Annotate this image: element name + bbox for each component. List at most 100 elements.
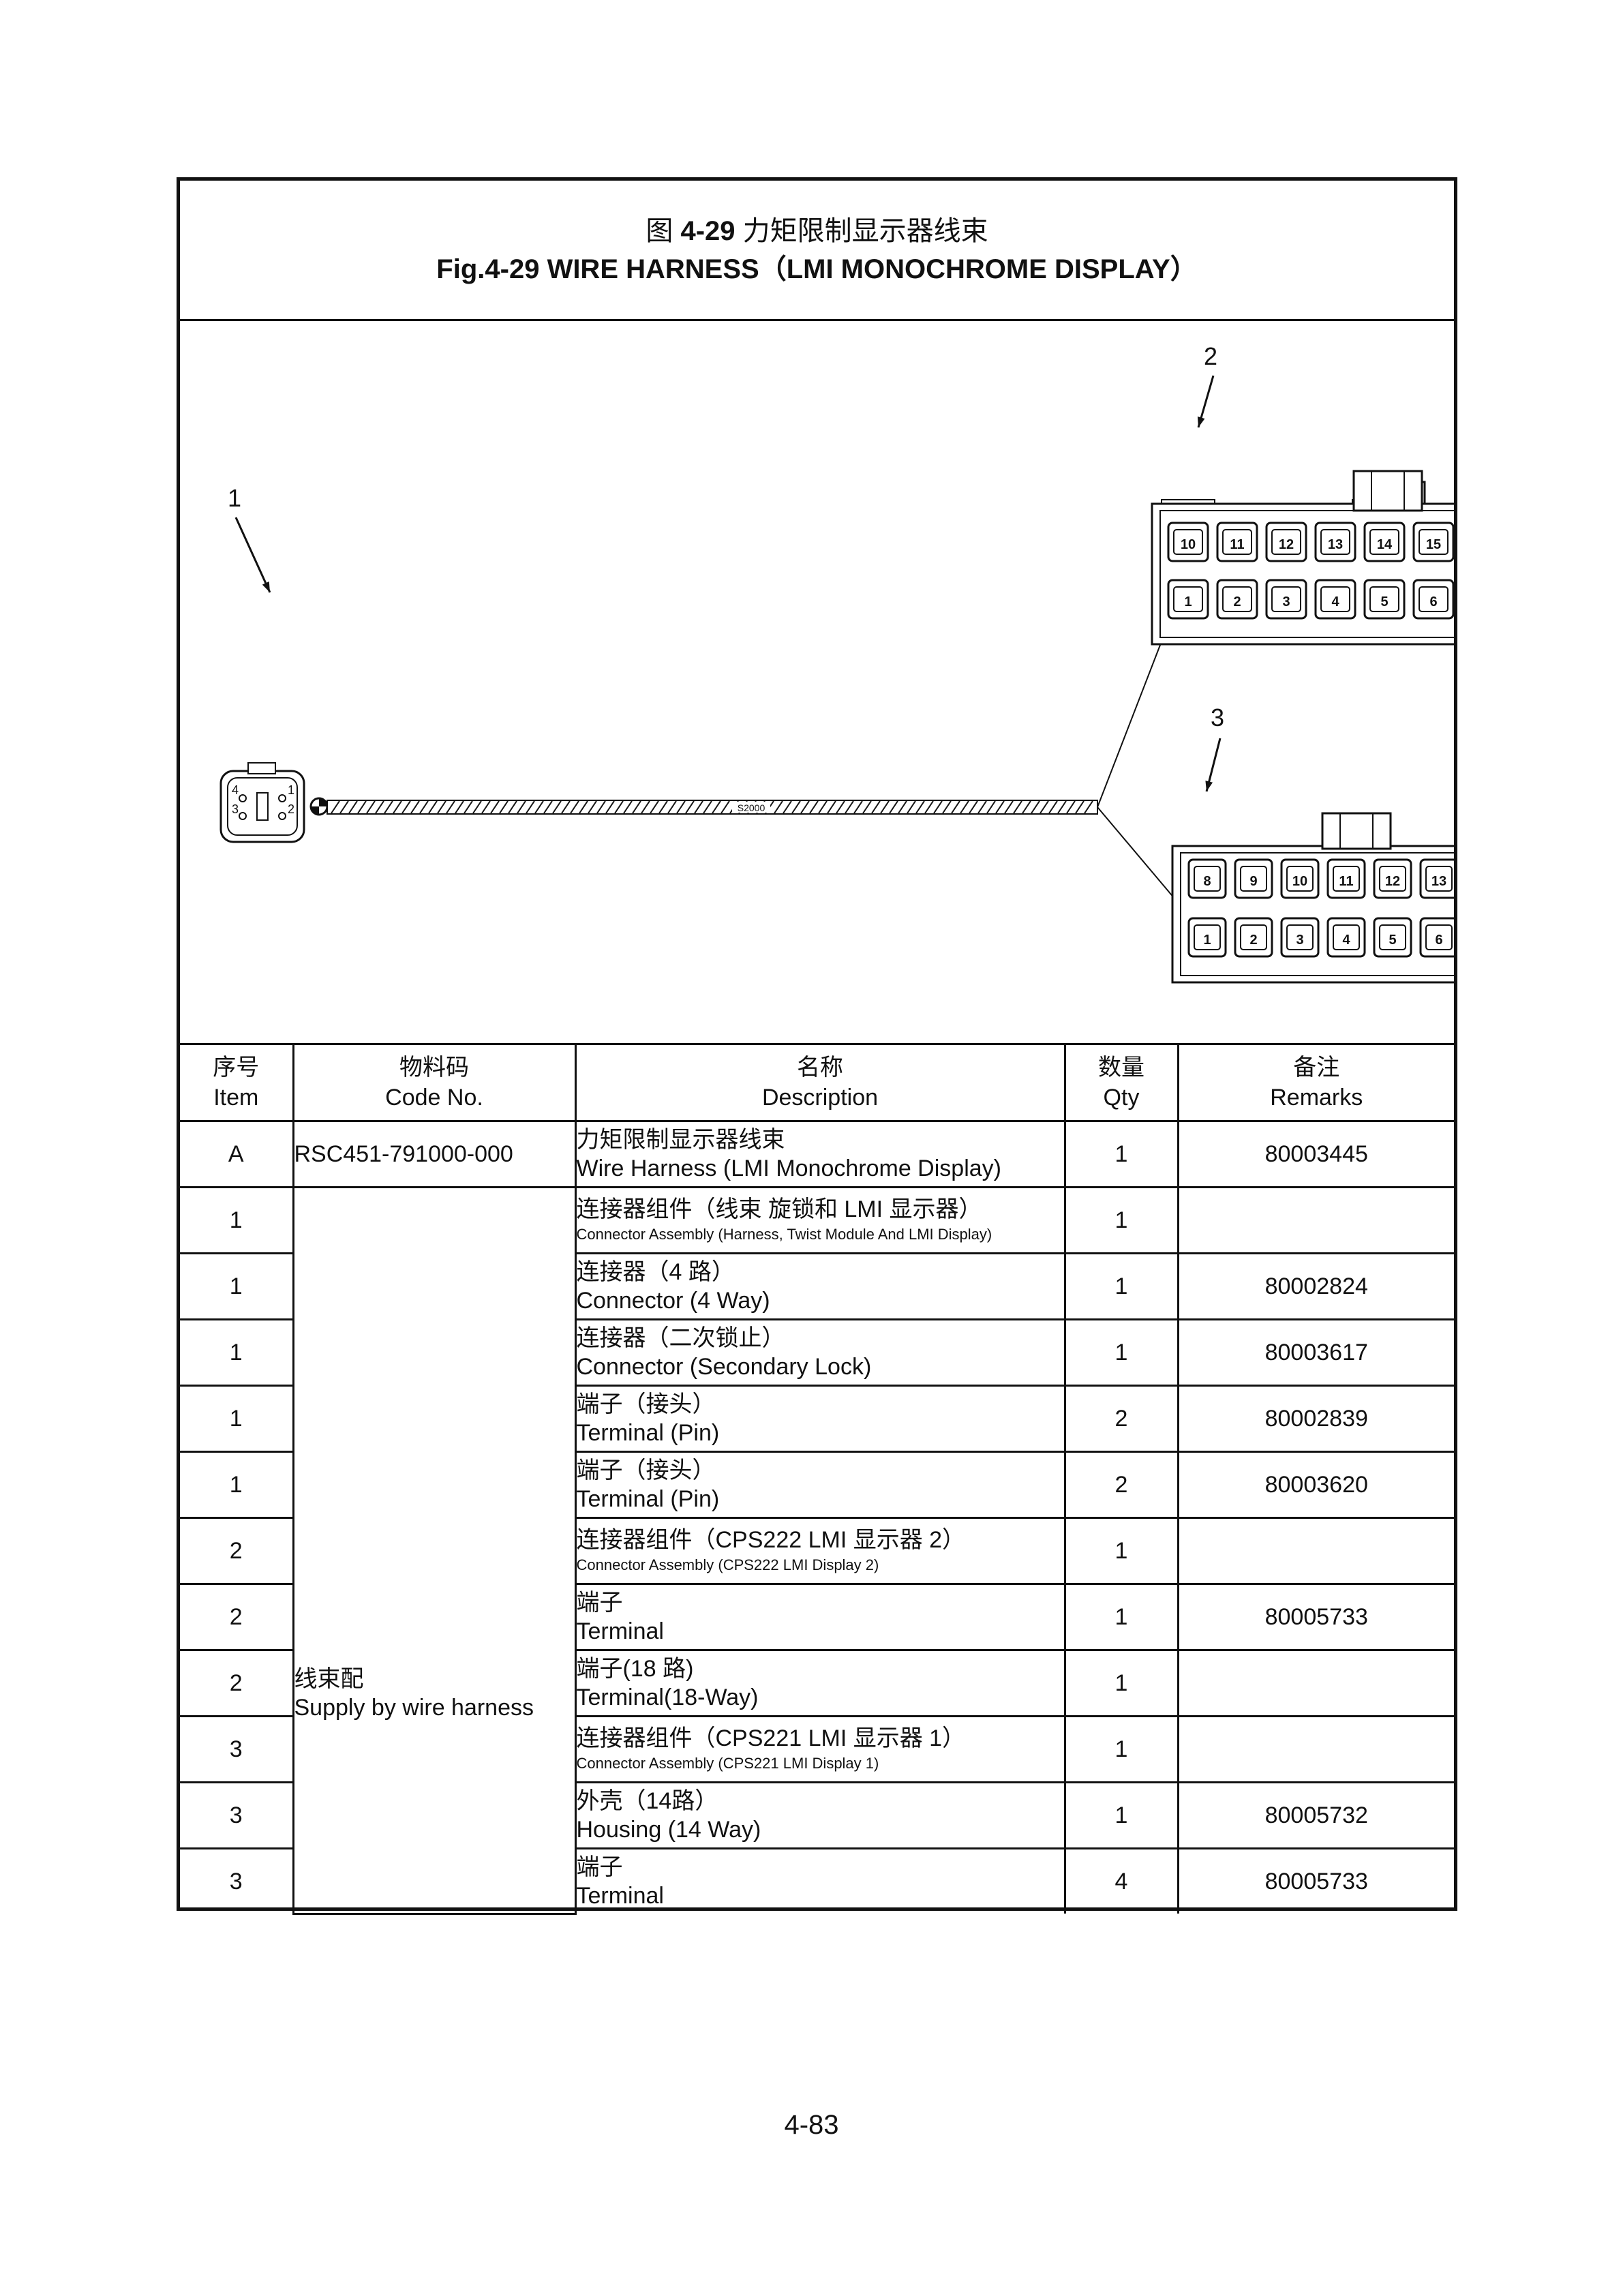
description-cn: 连接器组件（CPS221 LMI 显示器 1） bbox=[576, 1725, 966, 1751]
figure-title-en: Fig.4-29 WIRE HARNESS（LMI MONOCHROME DIS… bbox=[436, 254, 1198, 284]
cable-hatch bbox=[1048, 800, 1058, 814]
cell-qty: 1 bbox=[1063, 1517, 1179, 1585]
connector-2-pin-cavity bbox=[1216, 522, 1258, 562]
connector-1-pin-number: 3 bbox=[232, 802, 239, 816]
connector-3-pin-cavity bbox=[1373, 917, 1412, 958]
connector-2-pin-cavity bbox=[1265, 522, 1307, 562]
cable-hatch bbox=[667, 800, 677, 814]
connector-2-pin-cavity bbox=[1363, 579, 1406, 620]
connector-2-pin-terminal bbox=[1419, 586, 1448, 612]
cable-hatch bbox=[951, 800, 960, 814]
description-cn: 连接器（4 路） bbox=[576, 1259, 735, 1285]
connector-3-pin-cavity bbox=[1187, 858, 1227, 899]
cell-qty: 1 bbox=[1063, 1649, 1179, 1717]
cell-item: 2 bbox=[180, 1649, 294, 1717]
connector-3-pin-cavity bbox=[1419, 917, 1454, 958]
cell-remarks bbox=[1177, 1649, 1454, 1717]
cell-qty: 2 bbox=[1063, 1385, 1179, 1453]
page-number: 4-83 bbox=[784, 2110, 839, 2140]
connector-2-pin-terminal bbox=[1271, 586, 1301, 612]
cell-remarks: 80005732 bbox=[1177, 1781, 1454, 1849]
cell-remarks: 80002839 bbox=[1177, 1385, 1454, 1453]
header-description-en: Description bbox=[761, 1085, 879, 1111]
connector-2-pin-number: 6 bbox=[1429, 594, 1437, 609]
connector-3-pin-cavity bbox=[1234, 917, 1273, 958]
connector-2-pin-number: 3 bbox=[1282, 594, 1290, 609]
cell-remarks bbox=[1177, 1715, 1454, 1783]
description-cn: 连接器组件（CPS222 LMI 显示器 2） bbox=[576, 1527, 966, 1553]
connector-2-pin-number: 4 bbox=[1331, 594, 1339, 609]
cable-hatch bbox=[862, 800, 872, 814]
cable-hatch bbox=[721, 800, 730, 814]
cable-hatch bbox=[384, 800, 393, 814]
cell-description: 连接器组件（线束 旋锁和 LMI 显示器）Connector Assembly … bbox=[574, 1186, 1066, 1254]
cell-item: 1 bbox=[180, 1252, 294, 1320]
header-qty-cn: 数量 bbox=[1098, 1055, 1144, 1081]
cable-hatch bbox=[481, 800, 491, 814]
description-en: Terminal (Pin) bbox=[576, 1486, 720, 1512]
cable-hatch bbox=[889, 800, 898, 814]
title-cn-prefix: 图 bbox=[646, 216, 681, 246]
connector-3-pin-terminal bbox=[1194, 866, 1221, 892]
cable-hatch bbox=[1004, 800, 1014, 814]
cable-hatch bbox=[871, 800, 881, 814]
connector-2-pin-cavity bbox=[1412, 579, 1454, 620]
connector-2-pin-cavity bbox=[1314, 522, 1356, 562]
connector-2-pin-terminal bbox=[1222, 586, 1252, 612]
callout-arrowhead bbox=[262, 581, 270, 592]
description-cn: 连接器（二次锁止） bbox=[576, 1325, 785, 1351]
connector-2-pin-number: 2 bbox=[1233, 594, 1241, 609]
supply-en: Supply by wire harness bbox=[294, 1695, 534, 1721]
cable-hatch bbox=[827, 800, 836, 814]
description-cn: 端子(18 路) bbox=[576, 1656, 694, 1682]
description-cn: 端子（接头） bbox=[576, 1457, 716, 1483]
cell-description: 连接器（二次锁止）Connector (Secondary Lock) bbox=[574, 1318, 1066, 1387]
header-remarks-cn: 备注 bbox=[1293, 1055, 1340, 1081]
description-cn: 外壳（14路） bbox=[576, 1788, 718, 1814]
connector-3-pin-number: 8 bbox=[1203, 874, 1211, 889]
connector-2: 101112131415161718123456789 bbox=[1151, 470, 1454, 646]
cell-item: A bbox=[180, 1120, 294, 1188]
connector-2-pin-cavity bbox=[1167, 579, 1209, 620]
connector-3-pin-number: 3 bbox=[1296, 933, 1303, 948]
cable-hatch bbox=[853, 800, 863, 814]
cell-description: 端子（接头） Terminal (Pin) bbox=[574, 1451, 1066, 1519]
cable-hatch bbox=[348, 800, 358, 814]
description-en: Connector Assembly (CPS221 LMI Display 1… bbox=[576, 1755, 879, 1772]
cable-hatch bbox=[605, 800, 615, 814]
connector-3-pin-number: 12 bbox=[1385, 874, 1400, 889]
cable-hatch bbox=[446, 800, 455, 814]
connector-2-pin-cavity bbox=[1412, 522, 1454, 562]
cable-hatch bbox=[783, 800, 792, 814]
connector-1-pin-number: 1 bbox=[288, 783, 294, 797]
cable-hatch bbox=[472, 800, 482, 814]
cable-hatch bbox=[588, 800, 597, 814]
cell-remarks: 80003445 bbox=[1177, 1120, 1454, 1188]
connector-3-pin-number: 10 bbox=[1292, 874, 1307, 889]
connector-3-pin-cavity bbox=[1373, 858, 1412, 899]
description-en: Connector (4 Way) bbox=[576, 1288, 770, 1314]
figure-frame: 图 4-29 力矩限制显示器线束 Fig.4-29 WIRE HARNESS（L… bbox=[177, 177, 1457, 1915]
cable-hatch bbox=[658, 800, 668, 814]
cable-hatch bbox=[464, 800, 473, 814]
cell-item: 2 bbox=[180, 1583, 294, 1651]
cell-remarks: 80003617 bbox=[1177, 1318, 1454, 1387]
callout-label: 1 bbox=[228, 484, 241, 512]
cable-hatch bbox=[1075, 800, 1084, 814]
supply-cn: 线束配 bbox=[294, 1666, 364, 1693]
figure-title-box: 图 4-29 力矩限制显示器线束 Fig.4-29 WIRE HARNESS（L… bbox=[180, 181, 1454, 321]
figure-title-cn: 图 4-29 力矩限制显示器线束 bbox=[180, 215, 1454, 247]
cable-hatch bbox=[596, 800, 606, 814]
description-en: Wire Harness (LMI Monochrome Display) bbox=[576, 1155, 1002, 1181]
cell-description: 端子(18 路)Terminal(18-Way) bbox=[574, 1649, 1066, 1717]
connector-3-pin-cavity bbox=[1234, 858, 1273, 899]
connector-3-pin-terminal bbox=[1333, 924, 1360, 950]
